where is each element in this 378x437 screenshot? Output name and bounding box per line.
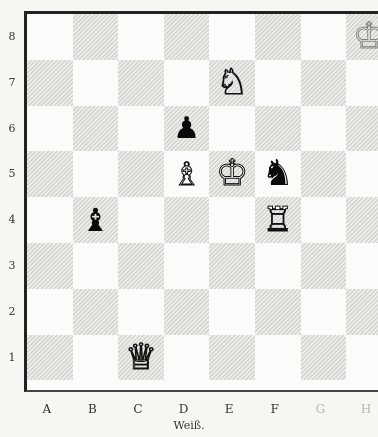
square-g1[interactable]	[301, 335, 347, 381]
rank-label-8: 8	[5, 30, 19, 43]
square-b7[interactable]	[73, 60, 119, 106]
white-king-h8-icon[interactable]: ♔	[347, 15, 378, 59]
square-a1[interactable]	[27, 335, 73, 381]
file-label-a: A	[37, 402, 57, 416]
square-d2[interactable]	[164, 289, 210, 335]
white-bishop-d5-icon[interactable]: ♗	[165, 152, 209, 196]
chess-board: ♔♘♟♗♔♞♝♖♕	[24, 11, 378, 392]
square-e8[interactable]	[209, 14, 255, 60]
square-b8[interactable]	[73, 14, 119, 60]
black-bishop-b4-icon[interactable]: ♝	[73, 198, 117, 242]
black-knight-f5-icon[interactable]: ♞	[256, 152, 300, 196]
square-h2[interactable]	[346, 289, 378, 335]
square-b1[interactable]	[73, 335, 119, 381]
square-a2[interactable]	[27, 289, 73, 335]
square-c6[interactable]	[118, 106, 164, 152]
square-g7[interactable]	[301, 60, 347, 106]
square-d7[interactable]	[164, 60, 210, 106]
white-queen-c1-icon[interactable]: ♕	[119, 336, 163, 380]
square-h6[interactable]	[346, 106, 378, 152]
rank-label-2: 2	[5, 305, 19, 318]
square-d3[interactable]	[164, 243, 210, 289]
square-c4[interactable]	[118, 197, 164, 243]
rank-label-3: 3	[5, 259, 19, 272]
file-label-e: E	[219, 402, 239, 416]
square-b2[interactable]	[73, 289, 119, 335]
square-f7[interactable]	[255, 60, 301, 106]
black-pawn-d6-icon[interactable]: ♟	[165, 107, 209, 151]
square-h3[interactable]	[346, 243, 378, 289]
square-b5[interactable]	[73, 151, 119, 197]
rank-label-4: 4	[5, 213, 19, 226]
square-c8[interactable]	[118, 14, 164, 60]
square-d1[interactable]	[164, 335, 210, 381]
square-a8[interactable]	[27, 14, 73, 60]
square-c5[interactable]	[118, 151, 164, 197]
file-label-b: B	[82, 402, 102, 416]
square-b6[interactable]	[73, 106, 119, 152]
square-g6[interactable]	[301, 106, 347, 152]
square-e4[interactable]	[209, 197, 255, 243]
square-e1[interactable]	[209, 335, 255, 381]
white-knight-e7-icon[interactable]: ♘	[210, 61, 254, 105]
file-label-h: H	[356, 402, 376, 416]
square-a6[interactable]	[27, 106, 73, 152]
square-g4[interactable]	[301, 197, 347, 243]
square-g2[interactable]	[301, 289, 347, 335]
square-f3[interactable]	[255, 243, 301, 289]
rank-label-5: 5	[5, 167, 19, 180]
diagram-caption: Weiß.	[0, 419, 378, 432]
square-g3[interactable]	[301, 243, 347, 289]
square-f8[interactable]	[255, 14, 301, 60]
square-e3[interactable]	[209, 243, 255, 289]
square-a4[interactable]	[27, 197, 73, 243]
square-b3[interactable]	[73, 243, 119, 289]
square-h4[interactable]	[346, 197, 378, 243]
square-e2[interactable]	[209, 289, 255, 335]
square-f6[interactable]	[255, 106, 301, 152]
white-rook-f4-icon[interactable]: ♖	[256, 198, 300, 242]
square-h7[interactable]	[346, 60, 378, 106]
rank-label-1: 1	[5, 351, 19, 364]
square-e6[interactable]	[209, 106, 255, 152]
square-h5[interactable]	[346, 151, 378, 197]
square-c2[interactable]	[118, 289, 164, 335]
square-c7[interactable]	[118, 60, 164, 106]
rank-label-6: 6	[5, 122, 19, 135]
square-a5[interactable]	[27, 151, 73, 197]
square-c3[interactable]	[118, 243, 164, 289]
square-a3[interactable]	[27, 243, 73, 289]
file-label-f: F	[265, 402, 285, 416]
file-label-g: G	[310, 402, 330, 416]
square-g8[interactable]	[301, 14, 347, 60]
white-king-e5-icon[interactable]: ♔	[210, 152, 254, 196]
square-h1[interactable]	[346, 335, 378, 381]
file-label-c: C	[128, 402, 148, 416]
square-d4[interactable]	[164, 197, 210, 243]
rank-label-7: 7	[5, 76, 19, 89]
square-f2[interactable]	[255, 289, 301, 335]
file-label-d: D	[174, 402, 194, 416]
square-g5[interactable]	[301, 151, 347, 197]
square-a7[interactable]	[27, 60, 73, 106]
square-f1[interactable]	[255, 335, 301, 381]
square-d8[interactable]	[164, 14, 210, 60]
